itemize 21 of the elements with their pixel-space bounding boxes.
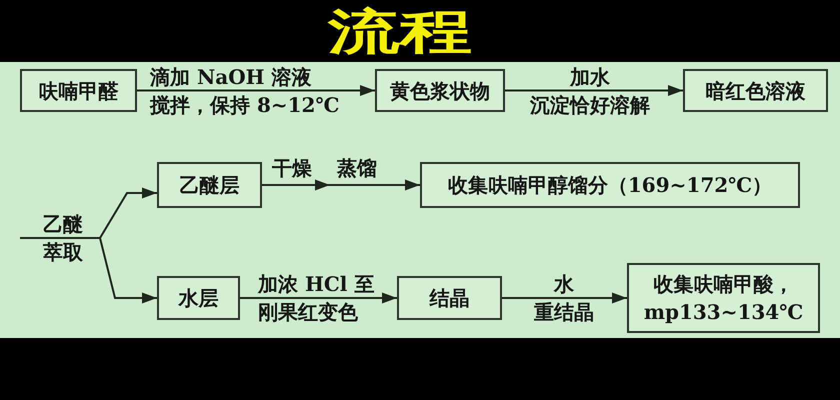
process-box: 黄色浆状物	[375, 69, 505, 112]
arrow	[502, 292, 627, 304]
process-box: 水层	[157, 276, 240, 320]
edge-label: 加水沉淀恰好溶解	[528, 64, 651, 118]
edge-label: 加浓 HCl 至刚果红变色	[258, 271, 376, 326]
arrow	[20, 237, 157, 304]
arrow	[262, 180, 420, 190]
edge-label: 乙醚萃取	[42, 211, 84, 266]
edge-label: 滴加 NaOH 溶液搅拌，保持 8~12℃	[150, 64, 340, 118]
edge-label: 水重结晶	[533, 271, 595, 326]
process-box: 呋喃甲醛	[20, 69, 137, 112]
edge-label: 干燥 蒸馏	[272, 156, 378, 180]
arrow	[137, 85, 375, 96]
process-box: 收集呋喃甲酸，mp133~134℃	[627, 263, 820, 333]
process-box: 暗红色溶液	[683, 69, 828, 112]
arrow	[505, 85, 683, 96]
process-box: 乙醚层	[157, 162, 262, 208]
process-box: 结晶	[397, 276, 502, 320]
process-box: 收集呋喃甲醇馏分（169~172℃）	[420, 162, 800, 208]
arrow	[240, 292, 397, 304]
title: 流程	[328, 4, 472, 60]
